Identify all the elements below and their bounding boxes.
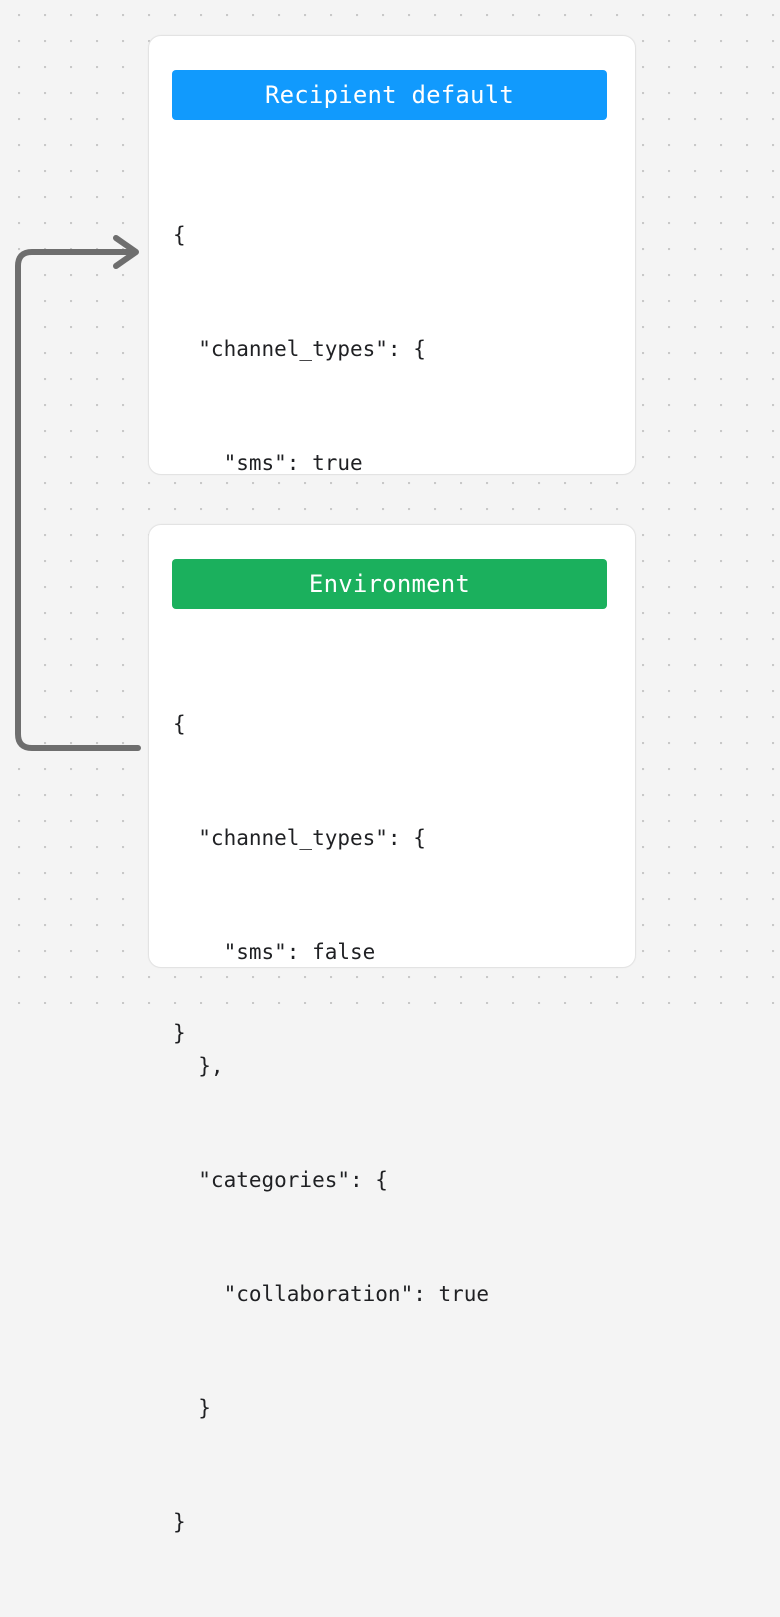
card-recipient-default: Recipient default { "channel_types": { "… <box>148 35 636 1045</box>
card-header-environment: Environment <box>172 559 607 609</box>
code-line: "channel_types": { <box>173 337 426 361</box>
code-line: }, <box>173 1054 224 1078</box>
diagram-canvas: Recipient default { "channel_types": { "… <box>0 0 780 1534</box>
card-header-recipient-default: Recipient default <box>172 70 607 120</box>
code-line: "channel_types": { <box>173 826 426 850</box>
code-line: "sms": false <box>173 940 376 964</box>
code-line: "sms": true <box>173 451 363 475</box>
code-line: "categories": { <box>173 1168 388 1192</box>
code-line: { <box>173 712 186 736</box>
code-block-environment: { "channel_types": { "sms": false }, "ca… <box>173 629 623 1617</box>
inheritance-arrow-path <box>15 249 141 751</box>
inheritance-arrow-head <box>113 235 139 269</box>
code-line: } <box>173 1396 211 1420</box>
code-line: } <box>173 1510 186 1534</box>
code-line: "collaboration": true <box>173 1282 490 1306</box>
card-environment: Environment { "channel_types": { "sms": … <box>148 524 636 1534</box>
inheritance-arrow <box>15 235 141 751</box>
code-line: { <box>173 223 186 247</box>
